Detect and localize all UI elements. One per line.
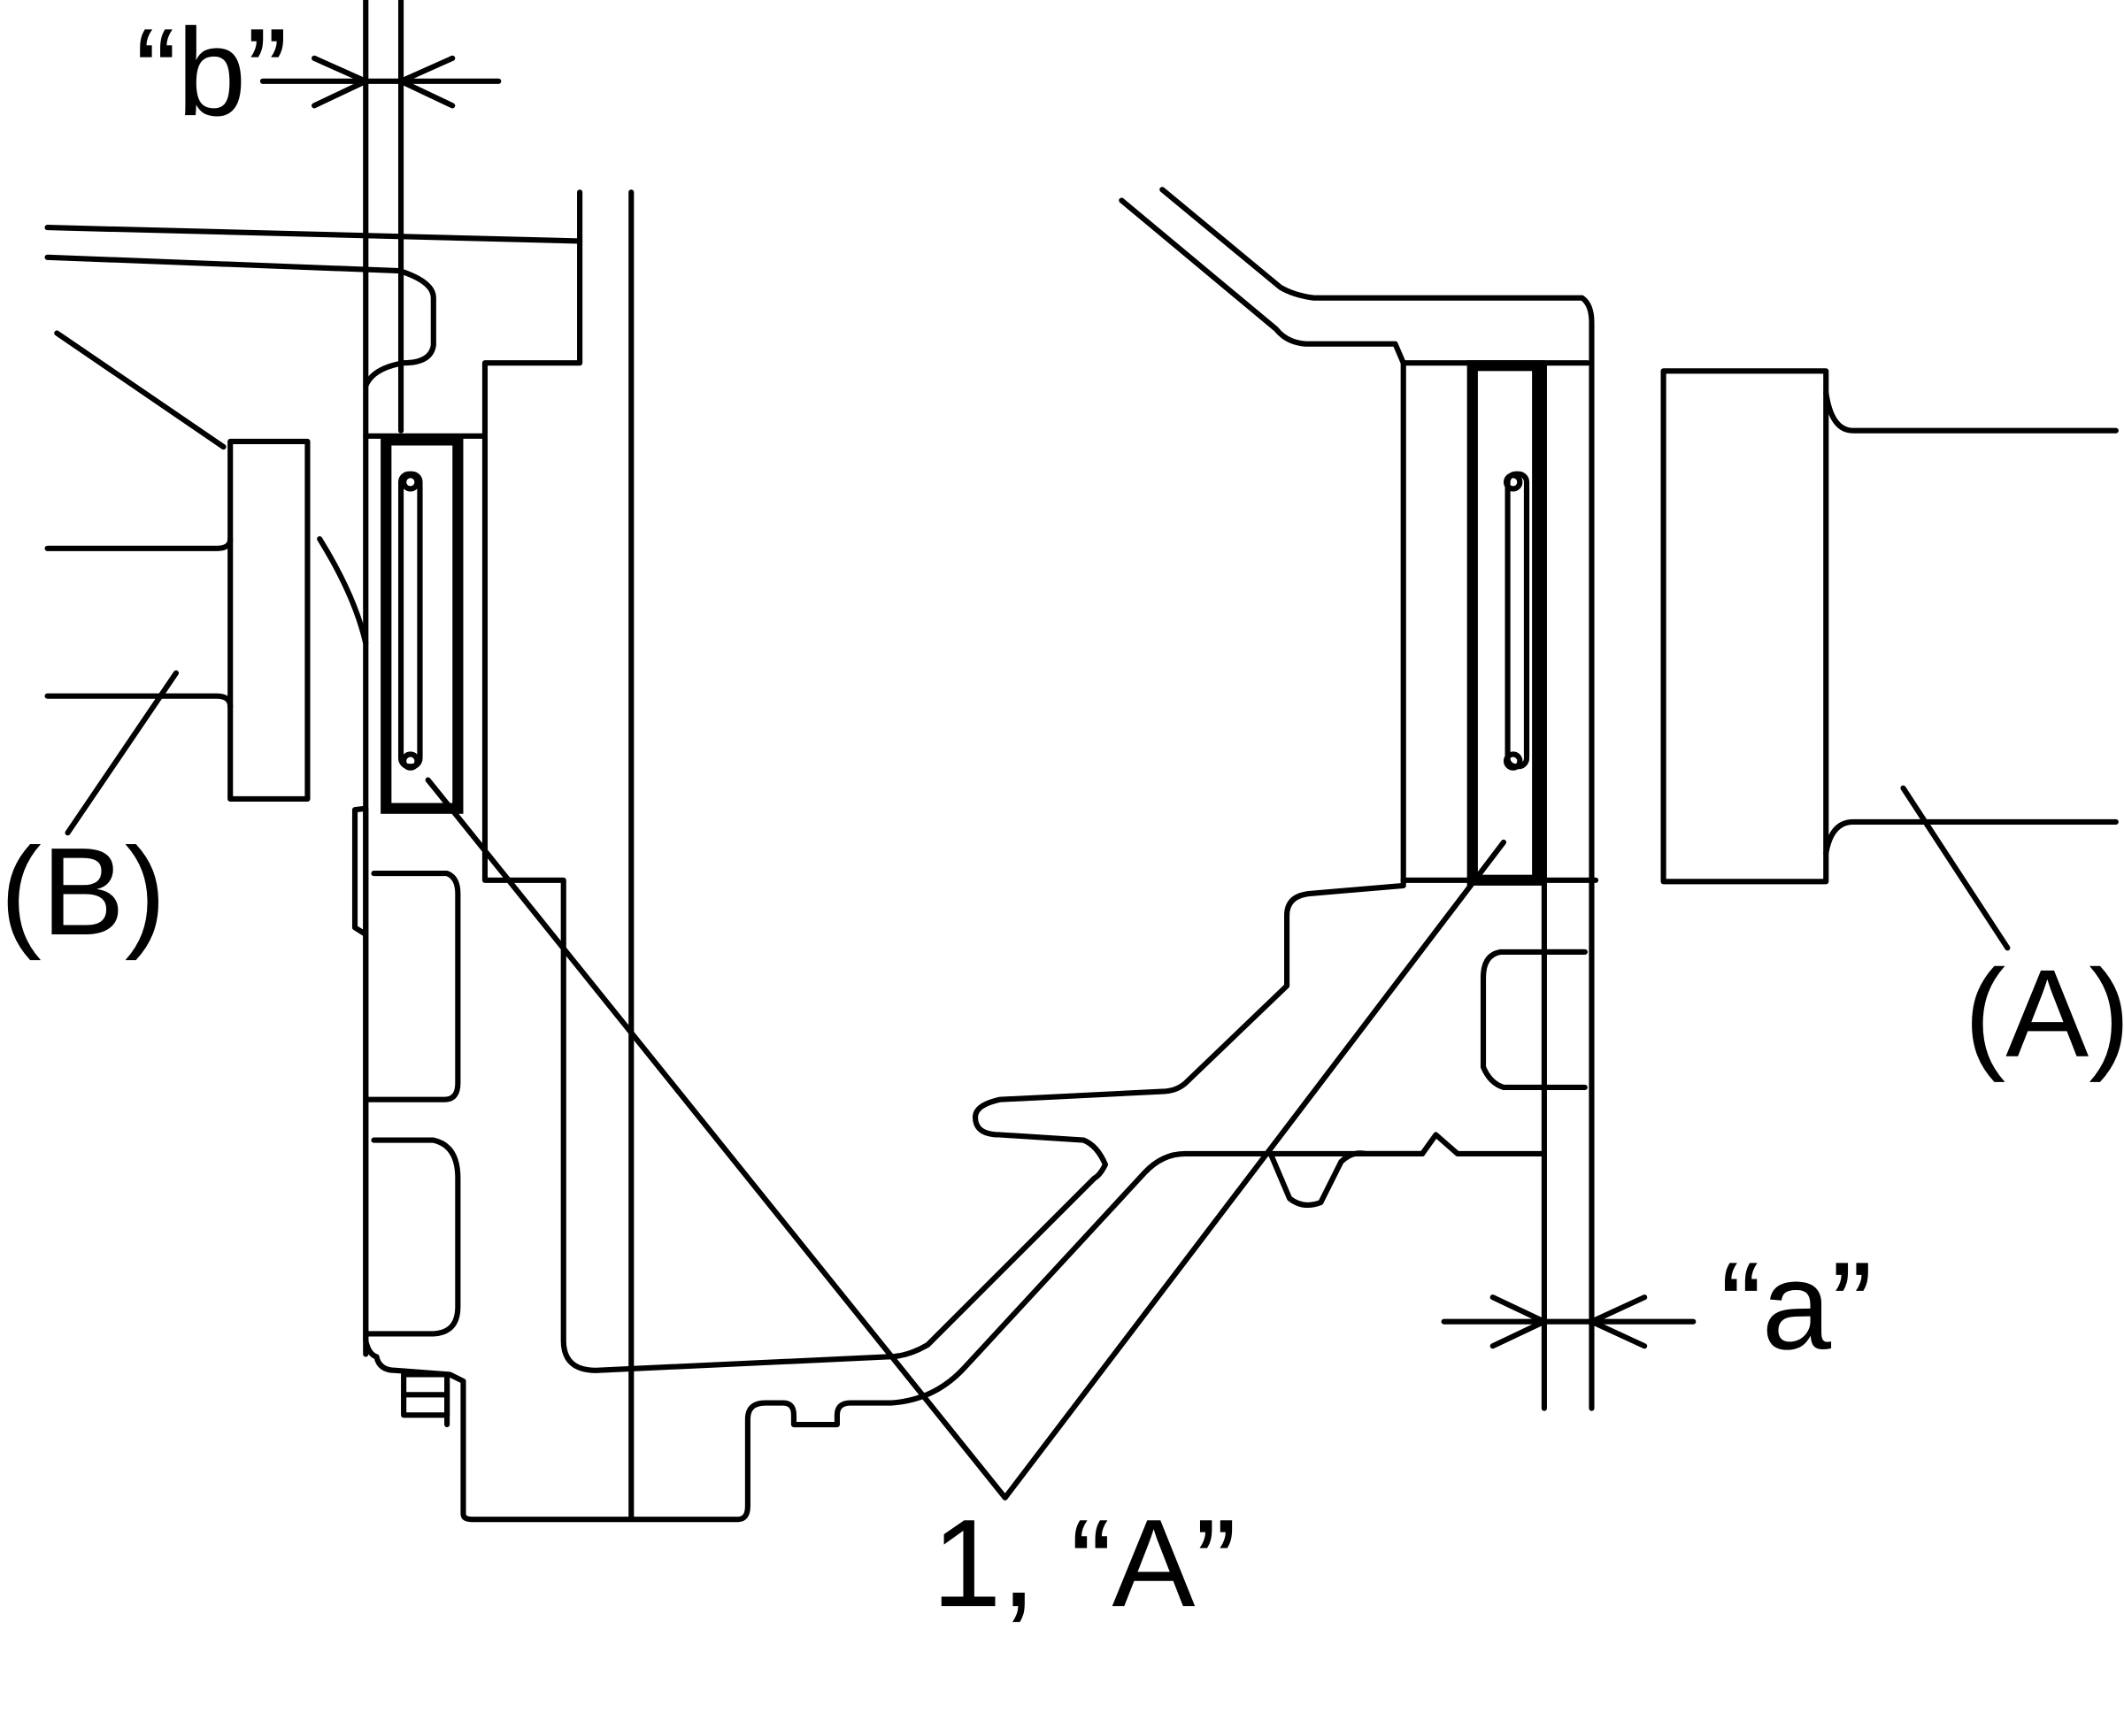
dim-b-arrow-left: [312, 55, 369, 109]
left-housing: [44, 189, 890, 1373]
part-b-label: (B): [0, 822, 166, 961]
part-b-leader: [65, 670, 180, 836]
part-a-block: (A): [1660, 368, 2124, 1083]
part-a-leader: [1900, 785, 2011, 951]
dim-b-label: “b”: [135, 3, 288, 142]
right-housing: [884, 187, 1599, 1411]
right-lower-ribs: [1267, 949, 1588, 1209]
dimension-b: “b”: [135, 0, 502, 1357]
dim-a-arrow-left: [1489, 1294, 1547, 1349]
dimension-a: “a”: [1441, 1236, 1873, 1375]
part-b-block: (B): [0, 438, 311, 961]
left-oil-seal: [363, 433, 489, 814]
dim-a-arrow-right: [1589, 1294, 1648, 1349]
dim-a-label: “a”: [1720, 1236, 1873, 1375]
dim-b-arrow-right: [398, 55, 456, 109]
item-1-label: 1, “A”: [932, 1494, 1236, 1632]
part-a-label: (A): [1964, 944, 2124, 1083]
left-lower-case: [351, 805, 1547, 1523]
right-oil-seal: [1466, 360, 1543, 886]
item-1-leaders: 1, “A”: [425, 777, 1507, 1632]
